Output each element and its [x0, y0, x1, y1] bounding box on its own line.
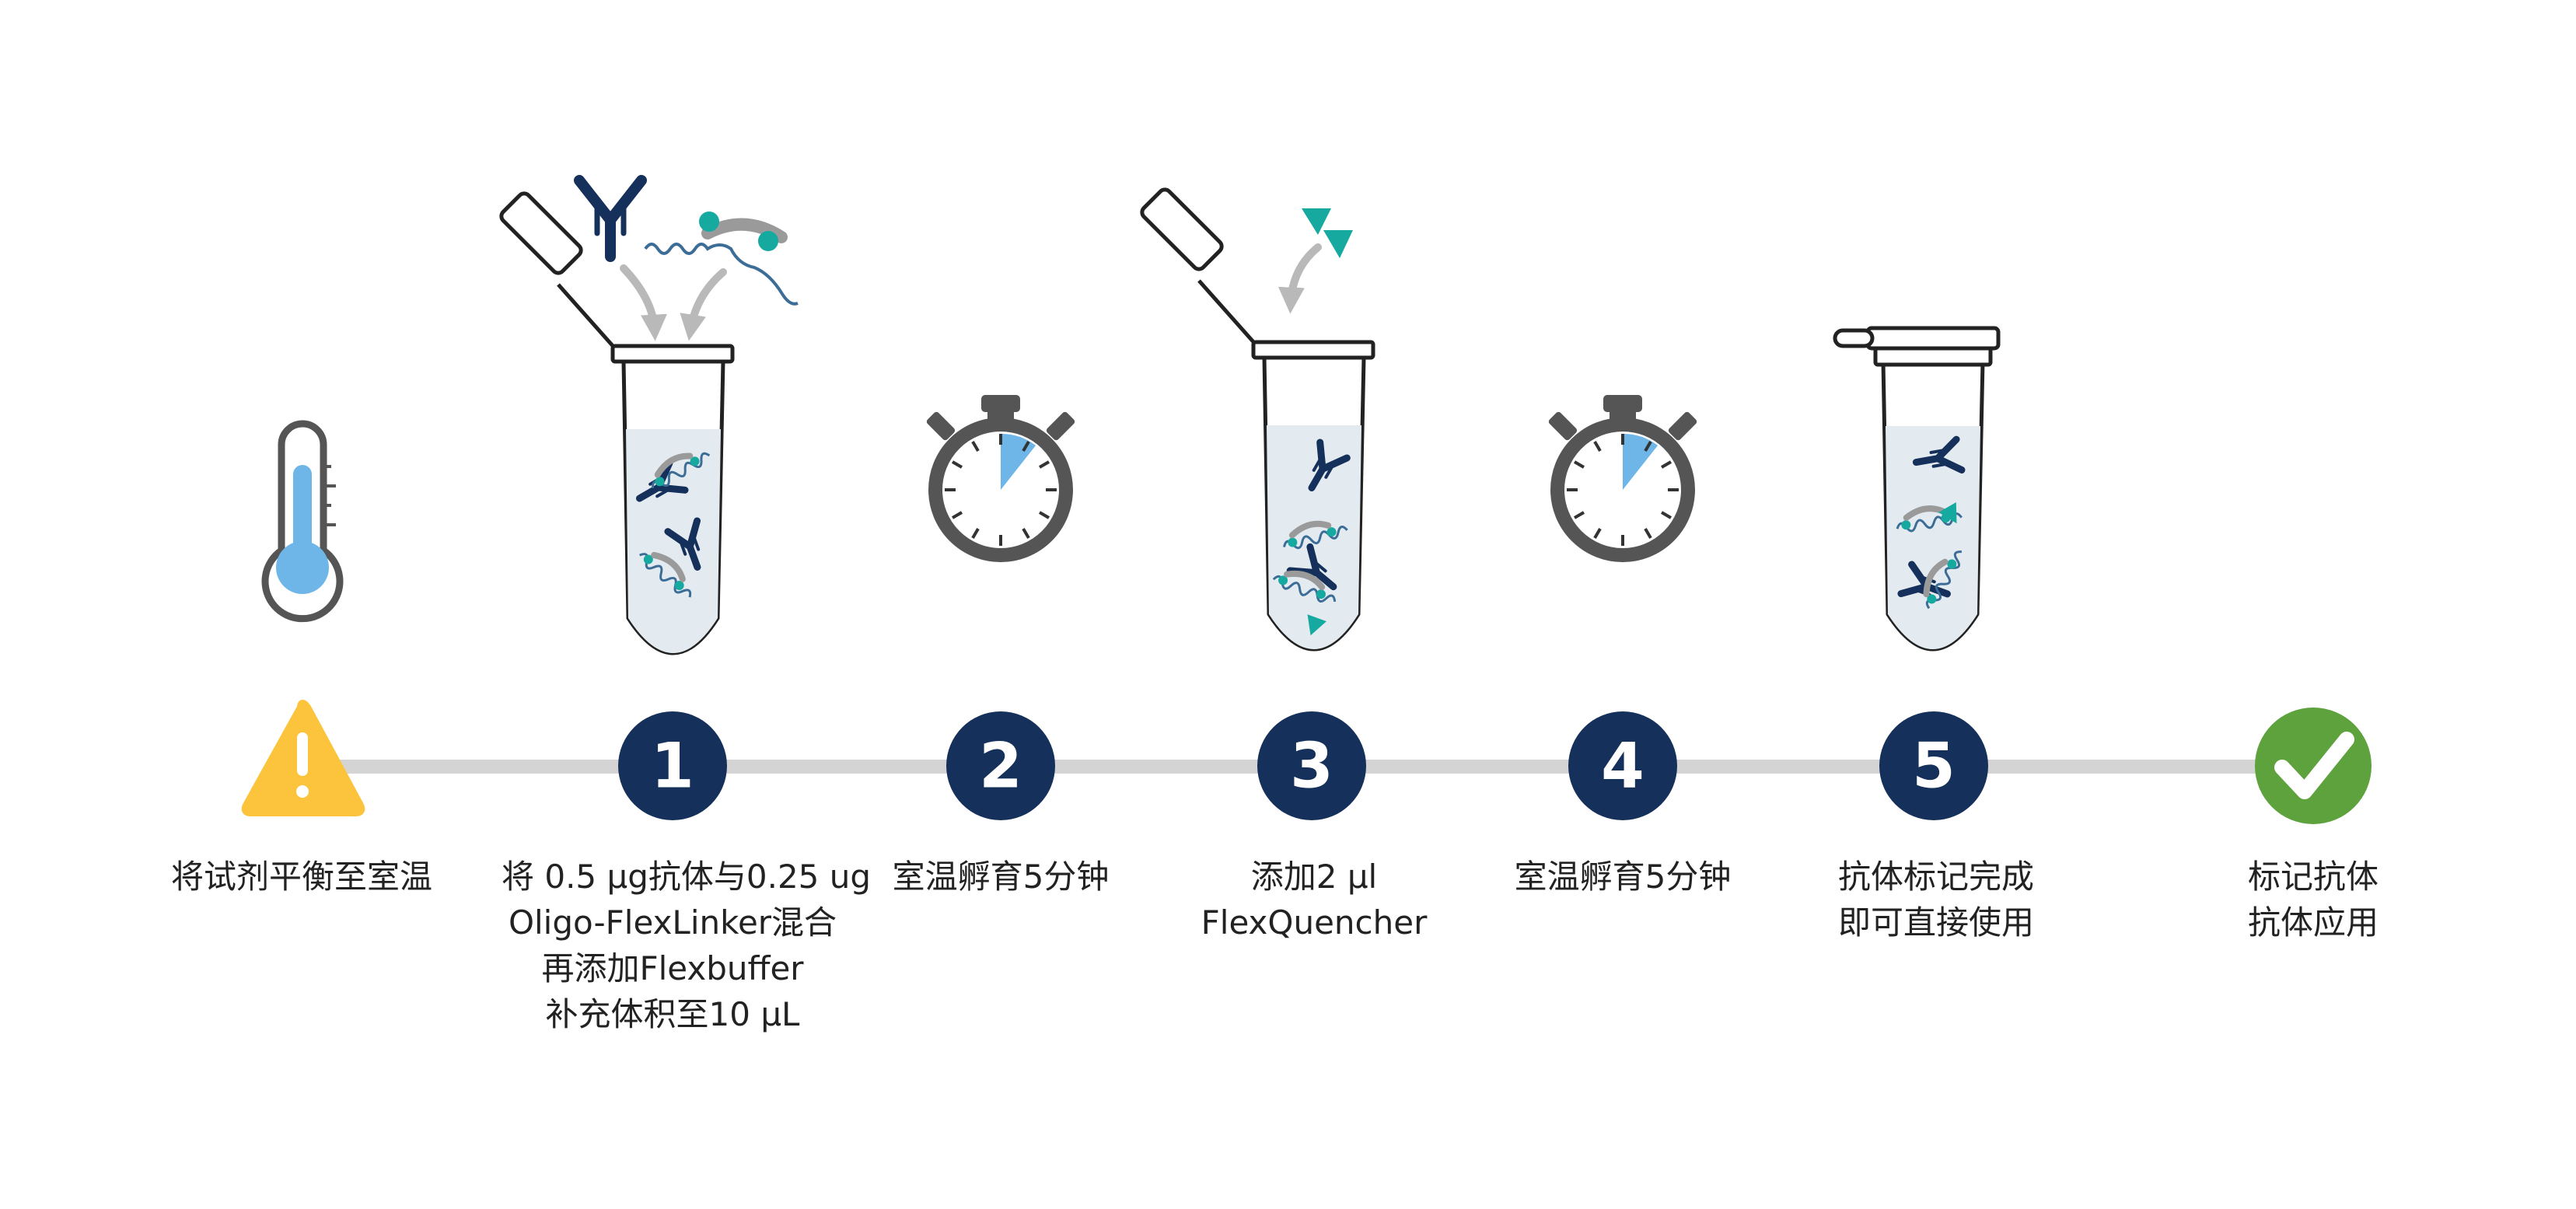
step-number: 2 [979, 730, 1022, 802]
step-label-start: 将试剂平衡至室温 [131, 854, 473, 900]
warning-icon [241, 700, 365, 816]
antibody-icon [574, 175, 647, 262]
label-line: 室温孵育5分钟 [1514, 858, 1732, 896]
step-label-end: 标记抗体 抗体应用 [2142, 854, 2484, 945]
arrow-icon [1278, 243, 1322, 314]
arrow-icon [680, 268, 727, 341]
timer-icon-step4 [1548, 395, 1697, 562]
step-label-1: 将 0.5 μg抗体与0.25 ug Oligo-FlexLinker混合 再添… [502, 854, 872, 1037]
step-label-5: 抗体标记完成 即可直接使用 [1765, 854, 2107, 945]
label-line: 再添加Flexbuffer [541, 949, 804, 987]
linker-icon [644, 211, 799, 306]
label-line: 室温孵育5分钟 [892, 858, 1110, 896]
label-line: 抗体应用 [2247, 903, 2379, 942]
step-badge-2: 2 [946, 711, 1055, 820]
step-number: 5 [1912, 730, 1956, 802]
step-badge-3: 3 [1257, 711, 1366, 820]
step-label-2: 室温孵育5分钟 [830, 854, 1172, 900]
timer-icon-step2 [926, 395, 1075, 562]
step-label-3: 添加2 μl FlexQuencher [1143, 854, 1485, 945]
step-badge-1: 1 [618, 711, 727, 820]
label-line: 抗体标记完成 [1837, 858, 2034, 896]
step-badge-5: 5 [1879, 711, 1988, 820]
tube-icon-step3 [1140, 187, 1375, 652]
label-line: 即可直接使用 [1837, 903, 2034, 942]
label-line: 标记抗体 [2247, 858, 2379, 896]
label-line: Oligo-FlexLinker混合 [508, 903, 837, 942]
quencher-icon [1302, 208, 1353, 258]
tube-icon-step5 [1833, 326, 2001, 652]
thermometer-icon [261, 420, 344, 623]
label-line: 将 0.5 μg抗体与0.25 ug [502, 858, 872, 896]
step-number: 1 [651, 730, 694, 802]
label-line: 补充体积至10 μL [545, 995, 800, 1033]
arrow-icon [620, 264, 667, 341]
check-icon [2255, 708, 2372, 824]
tube-icon-step1 [499, 191, 735, 655]
label-line: 将试剂平衡至室温 [170, 858, 432, 896]
step-number: 4 [1601, 730, 1645, 802]
step-label-4: 室温孵育5分钟 [1452, 854, 1794, 900]
step-number: 3 [1290, 730, 1333, 802]
label-line: FlexQuencher [1201, 903, 1428, 942]
label-line: 添加2 μl [1250, 858, 1378, 896]
step-badge-4: 4 [1568, 711, 1677, 820]
